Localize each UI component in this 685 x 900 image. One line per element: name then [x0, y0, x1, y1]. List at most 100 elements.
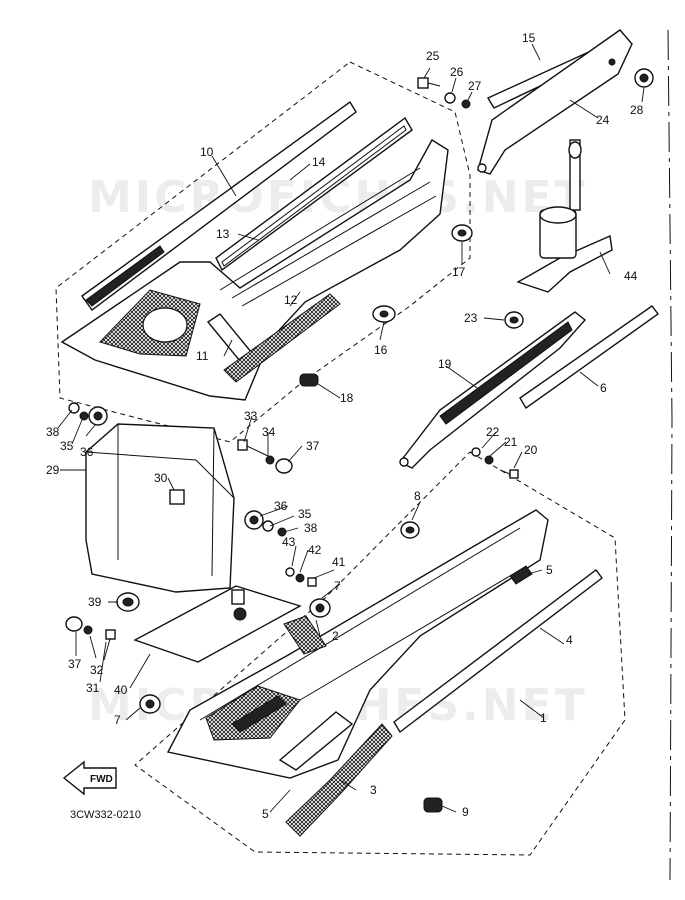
scan-edge-line	[667, 29, 673, 881]
callout-40: 40	[114, 683, 128, 697]
callout-27: 27	[468, 79, 482, 93]
callout-16: 16	[374, 343, 388, 357]
right-upper-parts	[417, 29, 654, 293]
part-3-strip	[285, 723, 393, 837]
lower-side-cover-assembly	[139, 509, 603, 837]
model-badge	[278, 711, 354, 771]
part-31-screw	[103, 629, 116, 661]
part-21-collar	[484, 455, 494, 465]
part-6-stripe	[519, 305, 659, 410]
callout-25: 25	[426, 49, 440, 63]
callout-7a: 7	[334, 579, 341, 593]
callout-32: 32	[90, 663, 104, 677]
callout-8: 8	[414, 489, 421, 503]
callout-19: 19	[438, 357, 452, 371]
callout-21: 21	[504, 435, 518, 449]
callout-38a: 38	[46, 425, 60, 439]
part-25-bolt	[417, 77, 441, 89]
right-mid-parts	[398, 305, 659, 479]
part-8-grommet	[400, 521, 420, 539]
part-7-grommet	[309, 598, 331, 618]
callout-30: 30	[154, 471, 168, 485]
part-37-washer-b	[65, 616, 83, 632]
part-29-battery-box	[85, 423, 235, 593]
callout-23: 23	[464, 311, 478, 325]
part-20-screw	[499, 469, 519, 479]
part-2-pad	[283, 615, 327, 655]
part-24-cover	[477, 29, 633, 175]
part-19-panel-dark	[439, 321, 573, 425]
callout-35a: 35	[60, 439, 74, 453]
forward-arrow-icon: FWD	[62, 760, 117, 796]
callout-9: 9	[462, 805, 469, 819]
part-41-screw	[307, 577, 317, 587]
part-4-stripe	[393, 569, 603, 734]
callout-17: 17	[452, 265, 466, 279]
part-30-clip	[169, 489, 185, 505]
callout-14: 14	[312, 155, 326, 169]
part-17-grommet	[451, 224, 473, 242]
part-36-grommet-b	[244, 510, 264, 530]
callout-29: 29	[46, 463, 60, 477]
upper-cover-boundary	[55, 61, 471, 443]
part-40-plate	[133, 585, 302, 663]
part-10-cover-inner-edge	[219, 167, 437, 307]
callout-10: 10	[200, 145, 214, 159]
part-5-emblem	[509, 565, 533, 585]
callout-39: 39	[88, 595, 102, 609]
callout-38b: 38	[304, 521, 318, 535]
callout-20: 20	[524, 443, 538, 457]
callout-44: 44	[624, 269, 638, 283]
part-36-grommet	[88, 406, 108, 426]
callout-28: 28	[630, 103, 644, 117]
callout-26: 26	[450, 65, 464, 79]
part-28-grommet	[634, 68, 654, 88]
callout-35b: 35	[298, 507, 312, 521]
part-32-collar	[83, 625, 93, 635]
part-7-grommet-b	[139, 694, 161, 714]
part-22-washer	[471, 447, 481, 457]
part-13-stripe	[215, 116, 413, 272]
callout-43: 43	[282, 535, 296, 549]
part-43-collar	[285, 567, 295, 577]
callout-36a: 36	[80, 445, 94, 459]
callout-37a: 37	[306, 439, 320, 453]
callout-36b: 36	[274, 499, 288, 513]
part-39-damper	[116, 592, 140, 612]
callout-37b: 37	[68, 657, 82, 671]
lower-cover-boundary	[134, 451, 626, 856]
callout-13: 13	[216, 227, 230, 241]
callout-41: 41	[332, 555, 346, 569]
callout-12: 12	[284, 293, 298, 307]
part-13-stripe-inner	[221, 125, 407, 267]
part-33-bolt	[237, 439, 269, 457]
part-14-stripe-shade	[85, 245, 165, 307]
part-23-grommet	[504, 311, 524, 329]
forward-label: FWD	[90, 774, 113, 785]
callout-5a: 5	[546, 563, 553, 577]
callout-5b: 5	[262, 807, 269, 821]
callout-4: 4	[566, 633, 573, 647]
part-12-strip	[223, 293, 341, 383]
left-side-cover-assembly	[60, 100, 473, 401]
callout-33: 33	[244, 409, 258, 423]
part-9-damper	[423, 797, 443, 813]
part-27-collar	[461, 99, 471, 109]
callout-31: 31	[86, 681, 100, 695]
callout-42: 42	[308, 543, 322, 557]
callout-11: 11	[196, 349, 209, 363]
part-44-bracket	[516, 139, 613, 293]
callouts: 10 14 13 12 11 16 18 17 15 24 25 26 27 2…	[46, 31, 644, 821]
callout-22: 22	[486, 425, 500, 439]
callout-7b: 7	[114, 713, 121, 727]
part-42-washer	[295, 573, 305, 583]
part-35-washer-b	[262, 520, 274, 532]
part-35-washer	[79, 411, 89, 421]
part-10-emblem-circle	[142, 307, 188, 343]
battery-box-assembly	[65, 402, 317, 663]
callout-1: 1	[540, 711, 547, 725]
callout-24: 24	[596, 113, 610, 127]
callout-3: 3	[370, 783, 377, 797]
drawing-code: 3CW332-0210	[70, 809, 141, 821]
